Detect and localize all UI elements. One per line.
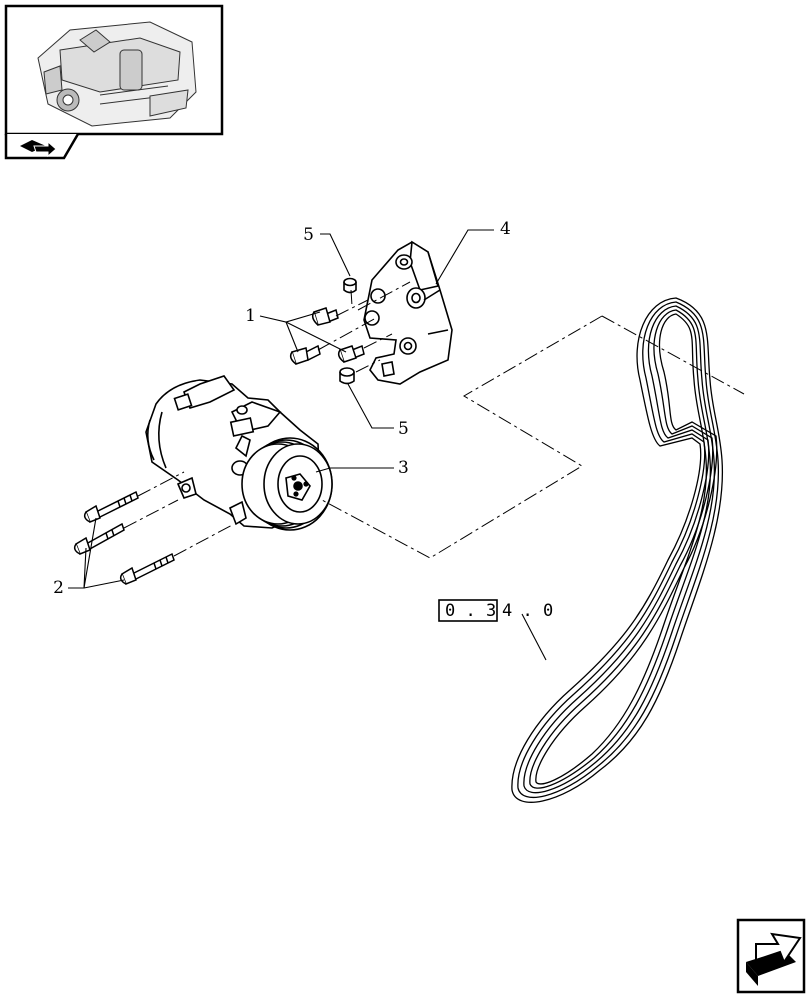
reference-box: [438, 599, 498, 622]
engine-illustration: [37, 21, 197, 127]
reference-boxed-code: 0 . 3: [445, 601, 496, 621]
reference-suffix: 4 . 0: [502, 601, 553, 621]
callout-5-top: 5: [303, 225, 314, 245]
bracket-bolt-1: [311, 307, 339, 326]
poly-v-belt: [511, 297, 724, 803]
callout-1: 1: [245, 306, 256, 326]
next-page-button[interactable]: [736, 918, 806, 994]
callout-4: 4: [500, 219, 511, 239]
section-reference[interactable]: 0 . 3 4 . 0: [438, 599, 553, 622]
callout-5-bottom: 5: [398, 419, 409, 439]
ac-compressor: [145, 375, 333, 531]
compressor-bolt-1: [83, 490, 139, 523]
sleeve-bottom: [339, 367, 355, 385]
compressor-bolt-3: [119, 552, 175, 585]
bracket-bolt-3: [337, 344, 365, 363]
sleeve-top: [343, 277, 357, 294]
assembly-centerlines: [123, 281, 745, 559]
next-page-arrow-icon: [746, 932, 802, 986]
compressor-bolt-2: [73, 522, 125, 555]
callout-2: 2: [53, 578, 64, 598]
bracket-bolt-2: [289, 344, 321, 365]
book-arrow-icon: [20, 140, 57, 158]
leader-lines: [68, 229, 547, 661]
engine-thumbnail[interactable]: [4, 4, 224, 160]
callout-3: 3: [398, 458, 409, 478]
compressor-bracket: [363, 240, 453, 385]
